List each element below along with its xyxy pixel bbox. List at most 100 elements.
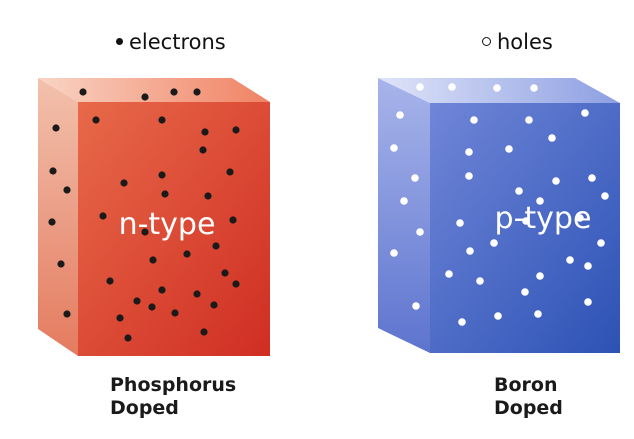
n-type-front-face xyxy=(78,102,270,356)
hole-dot xyxy=(416,228,424,236)
hole-dot xyxy=(396,111,404,119)
hole-dot xyxy=(534,310,542,318)
hole-dot xyxy=(536,197,544,205)
electron-dot xyxy=(133,297,141,305)
n-type-caption-line2: Doped xyxy=(110,397,179,419)
electron-dot xyxy=(158,116,166,124)
electron-dot xyxy=(170,88,178,96)
electron-dot xyxy=(161,190,169,198)
electron-dot xyxy=(120,179,128,187)
hole-dot xyxy=(601,192,609,200)
electron-dot xyxy=(221,269,229,277)
electron-dot xyxy=(92,116,100,124)
electron-dot xyxy=(116,314,124,322)
p-type-block: p-type xyxy=(378,78,620,353)
electron-dot xyxy=(183,250,191,258)
n-type-top-face xyxy=(38,78,270,102)
electron-dot xyxy=(193,88,201,96)
electron-dot xyxy=(158,286,166,294)
electron-dot xyxy=(48,218,56,226)
hole-circle-icon xyxy=(482,36,491,46)
hole-dot xyxy=(390,144,398,152)
p-type-label: p-type xyxy=(495,201,592,236)
n-type-electrons xyxy=(48,88,240,342)
electron-dot xyxy=(171,309,179,317)
electrons-legend-label: electrons xyxy=(129,30,226,54)
electron-dot xyxy=(141,93,149,101)
n-type-caption: Phosphorus Doped xyxy=(110,374,236,420)
electron-dot xyxy=(200,328,208,336)
hole-dot xyxy=(466,247,474,255)
electron-dot xyxy=(79,88,87,96)
hole-dot xyxy=(470,116,478,124)
electron-dot xyxy=(193,290,201,298)
electron-dot xyxy=(106,277,114,285)
hole-dot xyxy=(476,277,484,285)
electron-dot xyxy=(210,301,218,309)
hole-dot xyxy=(588,174,596,182)
hole-dot xyxy=(522,217,530,225)
electron-dot xyxy=(63,310,71,318)
electron-dot xyxy=(141,228,149,236)
n-type-side-face xyxy=(38,78,78,356)
electron-dot xyxy=(57,260,65,268)
electron-dot xyxy=(52,124,60,132)
hole-dot xyxy=(456,219,464,227)
holes-legend-label: holes xyxy=(497,30,553,54)
hole-dot xyxy=(552,177,560,185)
electron-dot xyxy=(199,146,207,154)
hole-dot xyxy=(536,272,544,280)
electron-dot xyxy=(49,167,57,175)
hole-dot xyxy=(548,134,556,142)
hole-dot xyxy=(515,187,523,195)
hole-dot xyxy=(411,174,419,182)
electron-dot xyxy=(158,171,166,179)
electron-dot xyxy=(229,216,237,224)
hole-dot xyxy=(416,83,424,91)
hole-dot xyxy=(525,116,533,124)
p-type-front-face xyxy=(430,103,620,353)
hole-dot xyxy=(465,148,473,156)
electron-dot xyxy=(124,334,132,342)
hole-dot xyxy=(412,302,420,310)
electron-dot xyxy=(212,242,220,250)
electron-dot xyxy=(148,303,156,311)
hole-dot xyxy=(576,214,584,222)
electron-dot xyxy=(232,280,240,288)
n-type-label: n-type xyxy=(119,207,216,242)
hole-dot xyxy=(448,83,456,91)
p-type-caption: Boron Doped xyxy=(494,374,563,420)
hole-dot xyxy=(581,109,589,117)
hole-dot xyxy=(390,249,398,257)
electron-dot xyxy=(226,168,234,176)
hole-dot xyxy=(505,145,513,153)
electron-dot xyxy=(149,256,157,264)
holes-legend: holes xyxy=(482,30,553,54)
n-type-caption-line1: Phosphorus xyxy=(110,374,237,396)
hole-dot xyxy=(400,197,408,205)
hole-dot xyxy=(566,256,574,264)
hole-dot xyxy=(490,239,498,247)
hole-dot xyxy=(494,312,502,320)
p-type-caption-line2: Doped xyxy=(494,397,563,419)
hole-dot xyxy=(584,298,592,306)
electrons-legend: electrons xyxy=(116,30,226,54)
hole-dot xyxy=(458,318,466,326)
p-type-caption-line1: Boron xyxy=(494,374,558,396)
hole-dot xyxy=(530,84,538,92)
electron-dot xyxy=(204,192,212,200)
hole-dot xyxy=(445,270,453,278)
p-type-holes xyxy=(390,83,609,326)
hole-dot xyxy=(521,288,529,296)
hole-dot xyxy=(465,172,473,180)
p-type-side-face xyxy=(378,78,430,353)
n-type-block: n-type xyxy=(38,78,270,356)
hole-dot xyxy=(597,239,605,247)
electron-dot-icon xyxy=(116,37,123,45)
electron-dot xyxy=(63,186,71,194)
hole-dot xyxy=(584,262,592,270)
electron-dot xyxy=(232,126,240,134)
electron-dot xyxy=(99,212,107,220)
hole-dot xyxy=(493,84,501,92)
